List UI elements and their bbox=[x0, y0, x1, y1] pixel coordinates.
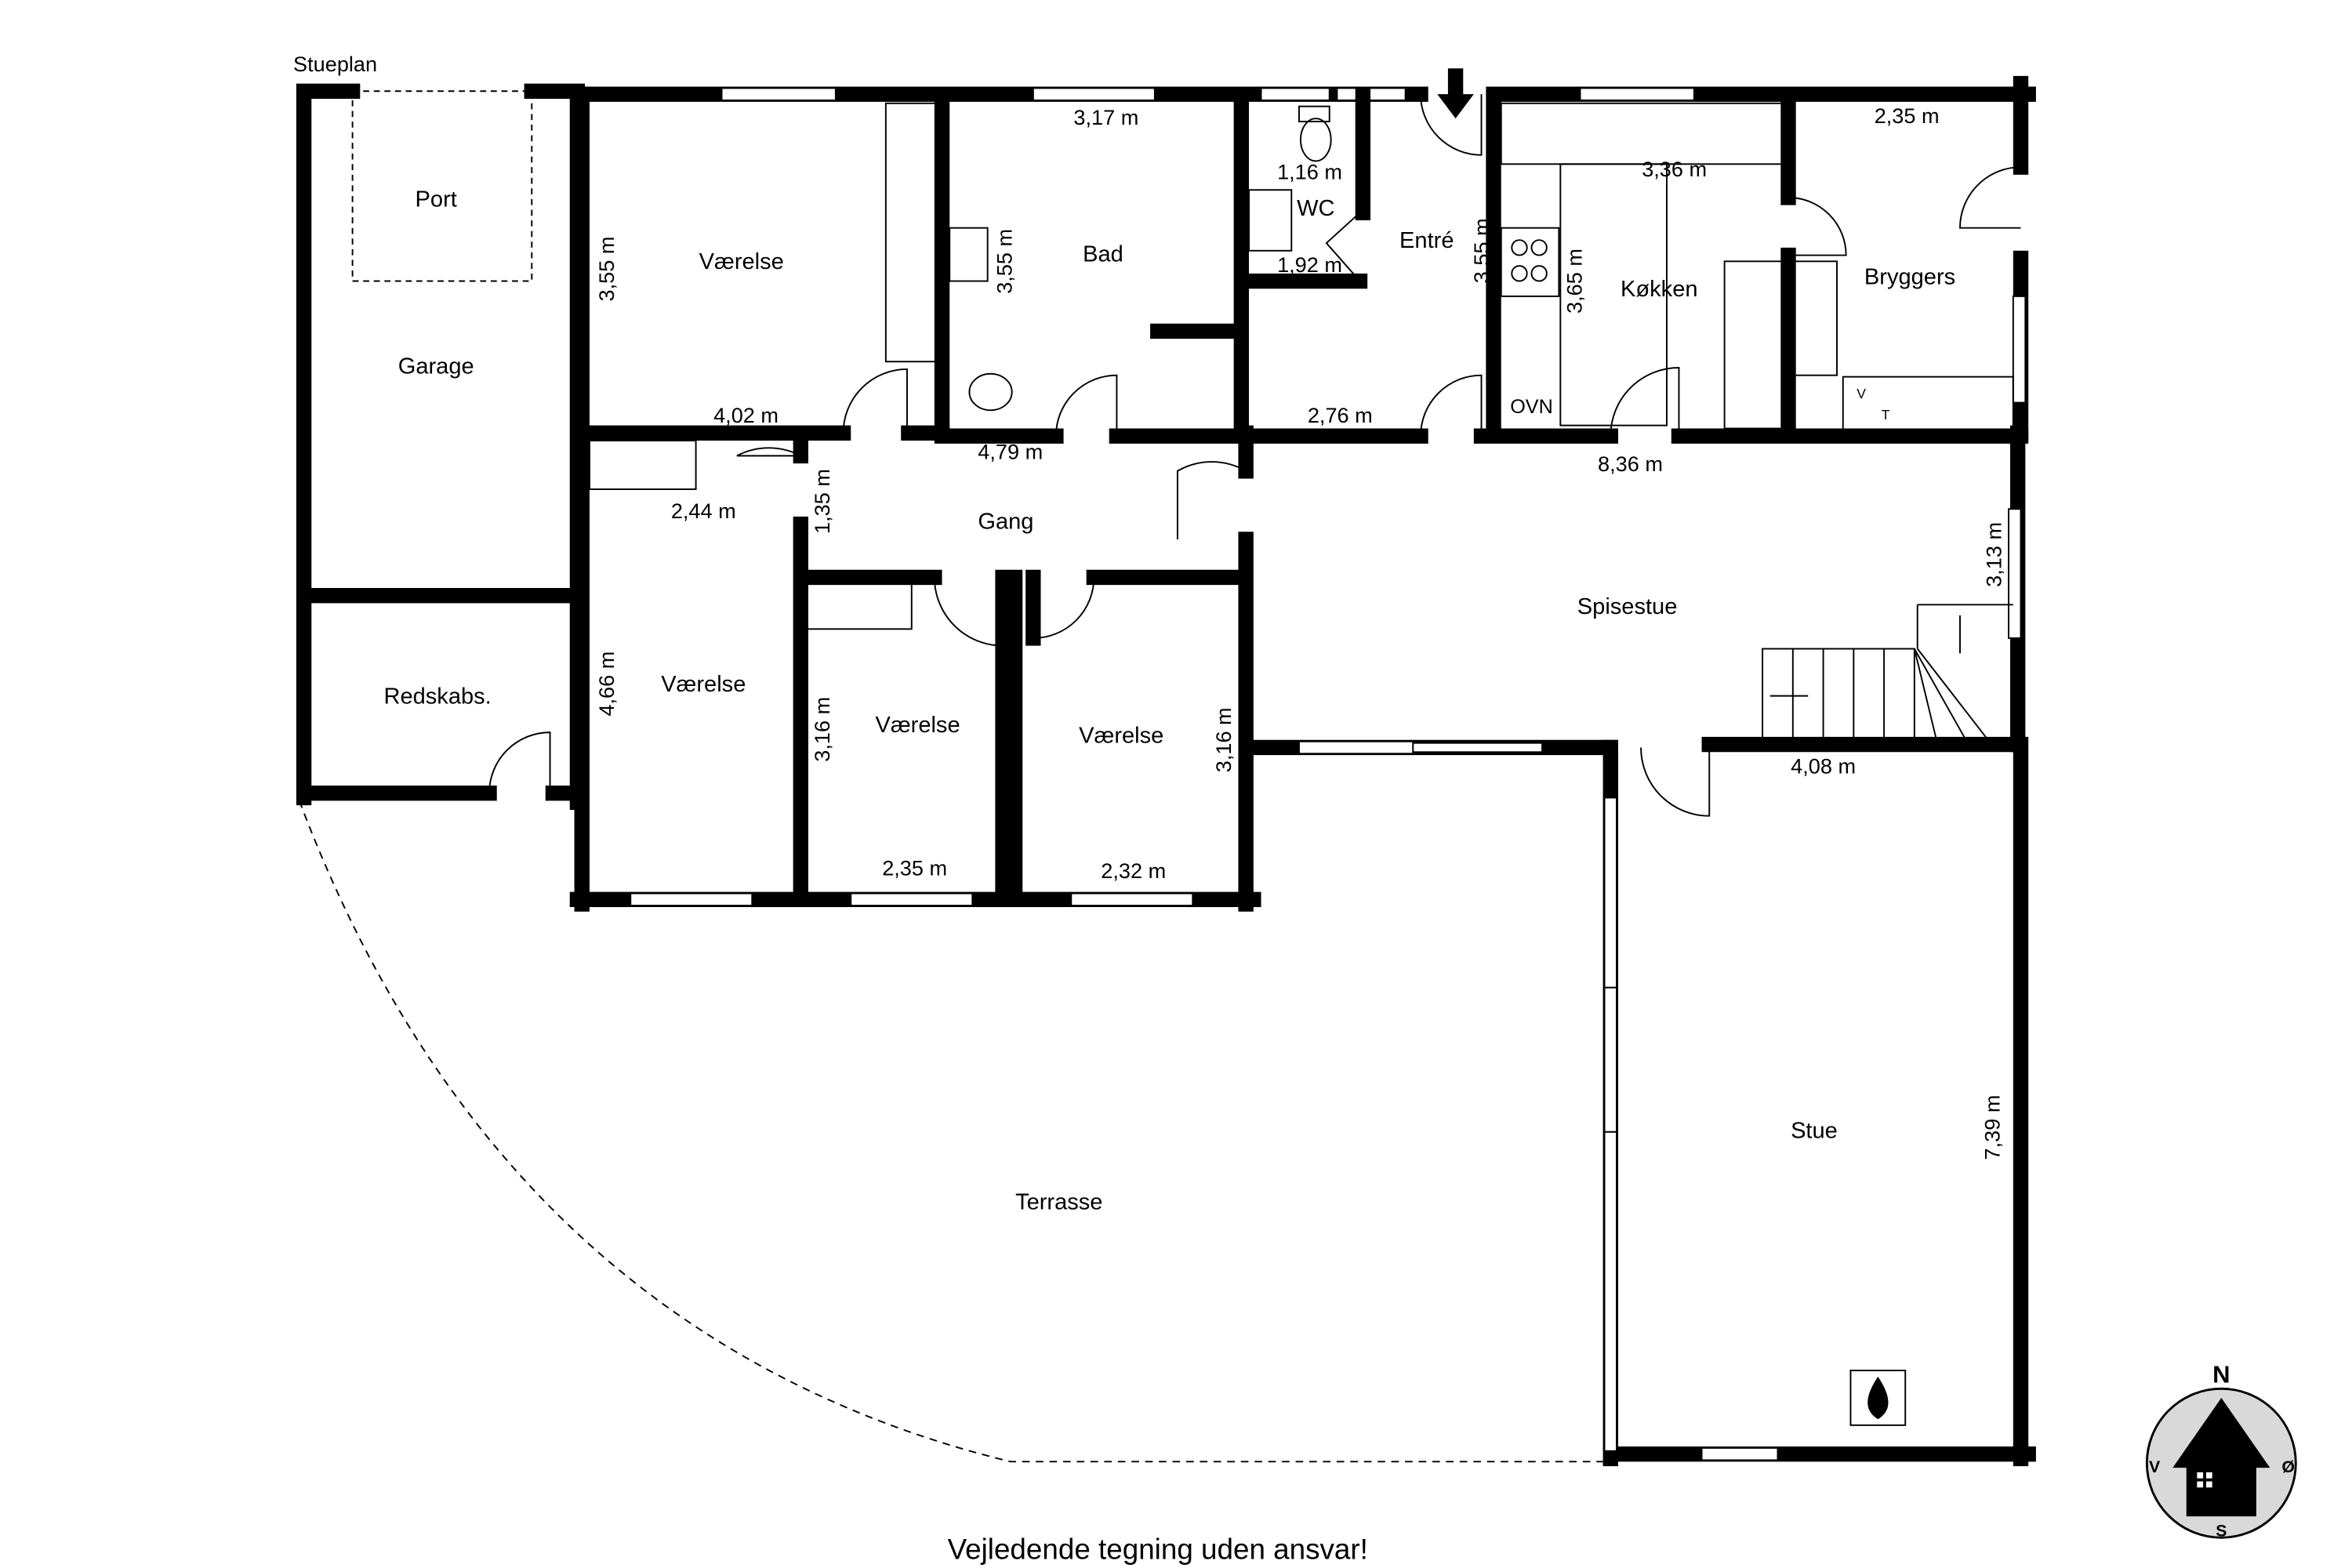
compass-north: N bbox=[2212, 1361, 2230, 1388]
compass-south: S bbox=[2216, 1521, 2227, 1540]
dim-vaerelse-1-w: 4,02 m bbox=[713, 403, 779, 427]
terrace-outline bbox=[298, 800, 1603, 1463]
compass-west: V bbox=[2149, 1457, 2161, 1476]
dim-stue-w: 4,08 m bbox=[1791, 753, 1856, 778]
dim-kokken-w: 3,36 m bbox=[1642, 157, 1707, 181]
room-garage: Garage bbox=[398, 354, 474, 379]
dim-wc-h: 1,92 m bbox=[1277, 252, 1342, 277]
dim-spisestue-w: 8,36 m bbox=[1598, 452, 1663, 476]
room-stue: Stue bbox=[1791, 1119, 1838, 1144]
room-wc: WC bbox=[1297, 196, 1334, 221]
room-spisestue: Spisestue bbox=[1577, 594, 1678, 619]
dim-gang-w: 4,79 m bbox=[978, 439, 1043, 463]
dim-closet-w: 2,44 m bbox=[671, 499, 736, 523]
dim-vaerelse-3-w: 2,35 m bbox=[882, 855, 947, 880]
room-vaerelse-1: Værelse bbox=[699, 249, 784, 274]
dim-vaerelse-4-h: 3,16 m bbox=[1211, 707, 1236, 772]
entrance-arrow-icon bbox=[1437, 68, 1474, 119]
room-vaerelse-4: Værelse bbox=[1079, 724, 1163, 749]
room-bad: Bad bbox=[1083, 241, 1123, 267]
disclaimer: Vejledende tegning uden ansvar! bbox=[948, 1533, 1368, 1565]
fireplace-icon bbox=[1849, 1370, 1907, 1426]
room-gang: Gang bbox=[978, 509, 1033, 534]
washer-label: V bbox=[1857, 386, 1866, 401]
dim-stue-h: 7,39 m bbox=[1980, 1095, 2004, 1160]
dim-bad-w: 3,17 m bbox=[1073, 105, 1138, 129]
dim-vaerelse-4-w: 2,32 m bbox=[1101, 858, 1166, 883]
room-vaerelse-3: Værelse bbox=[875, 713, 960, 738]
room-labels: Port Garage Redskabs. Værelse Bad WC Ent… bbox=[384, 187, 1956, 1215]
dim-kokken-h: 3,65 m bbox=[1562, 249, 1586, 314]
dimension-labels: 3,55 m 4,02 m 3,17 m 3,55 m 1,16 m 1,92 … bbox=[594, 103, 2005, 1160]
dim-spisestue-h: 3,13 m bbox=[1981, 522, 2005, 587]
dim-vaerelse-3-h: 3,16 m bbox=[810, 697, 834, 762]
room-vaerelse-2: Værelse bbox=[661, 672, 746, 697]
compass: N S V Ø bbox=[2145, 1361, 2297, 1540]
dim-vaerelse-2-h: 4,66 m bbox=[594, 652, 619, 717]
stairs bbox=[1762, 604, 2013, 744]
dim-entre-w: 2,76 m bbox=[1308, 403, 1373, 427]
room-kokken: Køkken bbox=[1621, 277, 1697, 302]
doors bbox=[488, 94, 2021, 817]
dim-bryggers-w: 2,35 m bbox=[1875, 103, 1940, 128]
plan-title: Stueplan bbox=[293, 52, 377, 76]
dim-entre-h: 3,55 m bbox=[1469, 218, 1494, 283]
dim-vaerelse-1-h: 3,55 m bbox=[594, 237, 619, 302]
fixtures: OVN V T bbox=[588, 68, 2014, 1426]
room-bryggers: Bryggers bbox=[1864, 264, 1955, 289]
oven-label: OVN bbox=[1510, 396, 1553, 418]
dim-bad-h: 3,55 m bbox=[993, 229, 1017, 294]
room-redskabs: Redskabs. bbox=[384, 684, 492, 709]
compass-east: Ø bbox=[2281, 1457, 2295, 1476]
dim-gang-h: 1,35 m bbox=[810, 469, 834, 534]
room-port: Port bbox=[416, 187, 457, 212]
dryer-label: T bbox=[1882, 407, 1890, 423]
room-terrasse: Terrasse bbox=[1015, 1190, 1102, 1215]
walls bbox=[296, 75, 2036, 1467]
room-entre: Entré bbox=[1399, 228, 1454, 253]
dim-wc-w: 1,16 m bbox=[1277, 160, 1342, 184]
